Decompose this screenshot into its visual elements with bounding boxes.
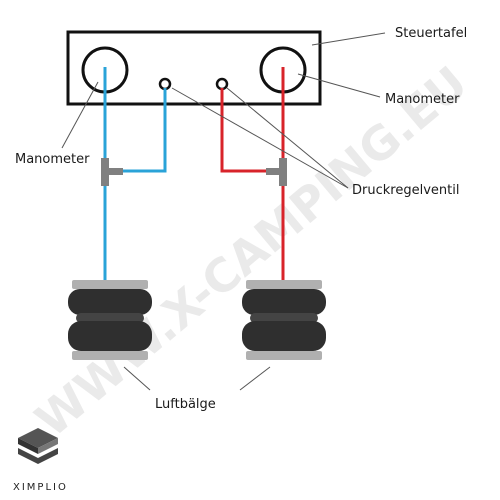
label-luftbaelge: Luftbälge xyxy=(155,397,216,412)
label-manometer-right: Manometer xyxy=(385,92,460,107)
airbag-right xyxy=(242,280,326,360)
leader-lines xyxy=(61,32,386,391)
label-manometer-left: Manometer xyxy=(15,152,90,167)
label-steuertafel: Steuertafel xyxy=(395,26,467,41)
watermark: WWW.X-CAMPING.EU xyxy=(25,56,477,448)
t-fitting-left xyxy=(101,158,123,186)
ximplio-logo-icon xyxy=(18,428,58,464)
control-panel xyxy=(66,30,322,106)
blue-air-line xyxy=(103,67,167,290)
t-fitting-right xyxy=(266,158,287,186)
label-druckregelventil: Druckregelventil xyxy=(352,183,459,198)
valve-knob-right xyxy=(215,77,229,91)
valve-knob-left xyxy=(158,77,172,91)
watermark-text: WWW.X-CAMPING.EU xyxy=(25,56,477,448)
airbag-left xyxy=(68,280,152,360)
brand-name: XIMPLIO xyxy=(13,482,68,493)
